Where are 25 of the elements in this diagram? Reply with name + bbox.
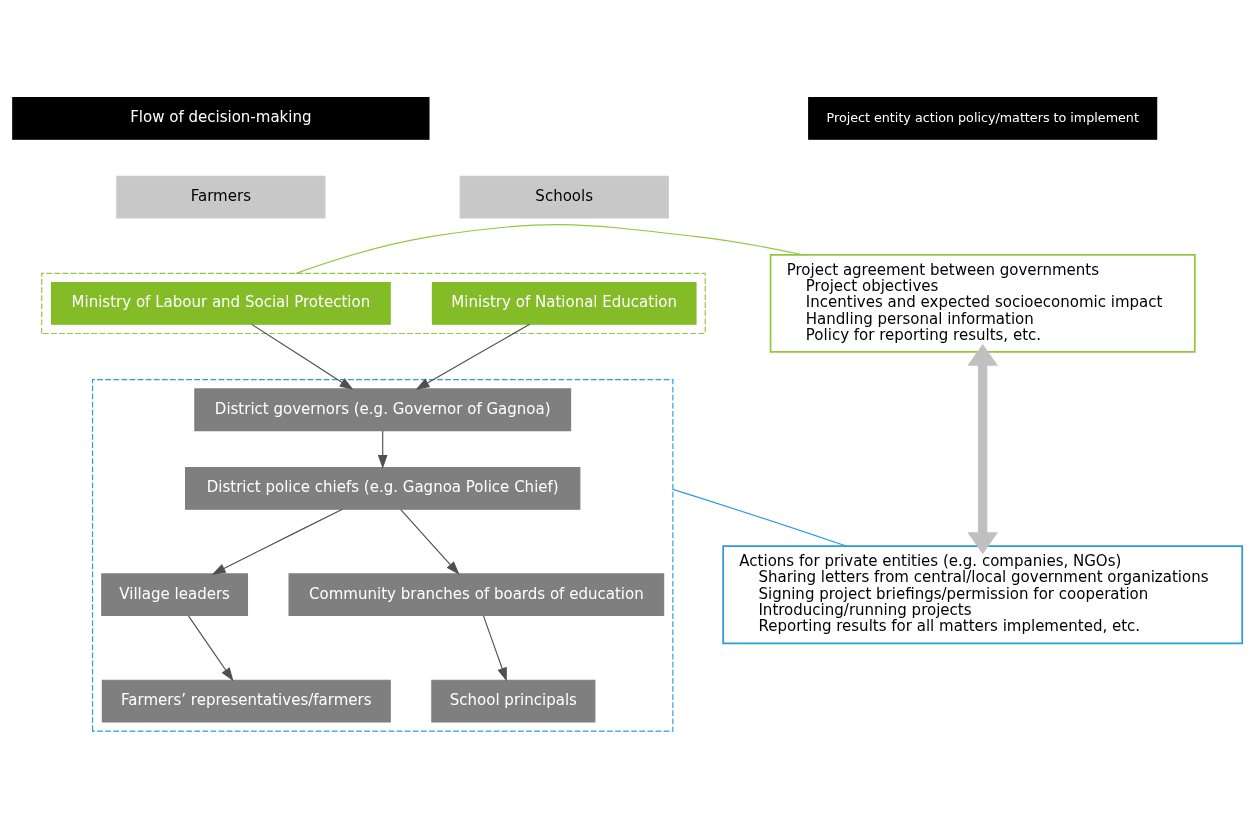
node-box: Community branches of boards of education bbox=[288, 573, 665, 617]
connector bbox=[295, 224, 804, 274]
arrow bbox=[415, 323, 531, 390]
arrow bbox=[377, 430, 388, 469]
arrow bbox=[251, 323, 354, 390]
arrow bbox=[967, 343, 999, 555]
node-box: Village leaders bbox=[101, 573, 249, 617]
node-box: Ministry of Labour and Social Protection bbox=[50, 282, 391, 325]
node-box: Project agreement between governments Project objectives Incentives and expected socioeconomic impact Handling personal information Policy for reporting results, etc. bbox=[769, 253, 1196, 353]
connector bbox=[672, 488, 847, 547]
arrow bbox=[482, 615, 507, 682]
node-box: Schools bbox=[459, 175, 669, 219]
arrow bbox=[211, 508, 343, 575]
node-box: Farmers bbox=[116, 175, 326, 219]
node-box: District police chiefs (e.g. Gagnoa Police Chief) bbox=[185, 466, 581, 510]
node-box: Project entity action policy/matters to implement bbox=[808, 97, 1158, 140]
node-box: Actions for private entities (e.g. companies, NGOs) Sharing letters from central/local government organizations Signing project briefings/permission for cooperation Introducing/running projects Reporting results for all matters implemented, etc. bbox=[722, 545, 1244, 645]
node-box: Flow of decision-making bbox=[12, 97, 430, 140]
arrow bbox=[400, 509, 460, 575]
arrow bbox=[187, 615, 234, 682]
cluster bbox=[41, 272, 706, 335]
node-box: School principals bbox=[431, 679, 596, 723]
node-box: District governors (e.g. Governor of Gagnoa) bbox=[194, 388, 572, 432]
node-box: Farmers’ representatives/farmers bbox=[101, 679, 391, 723]
node-box: Ministry of National Education bbox=[431, 282, 697, 325]
